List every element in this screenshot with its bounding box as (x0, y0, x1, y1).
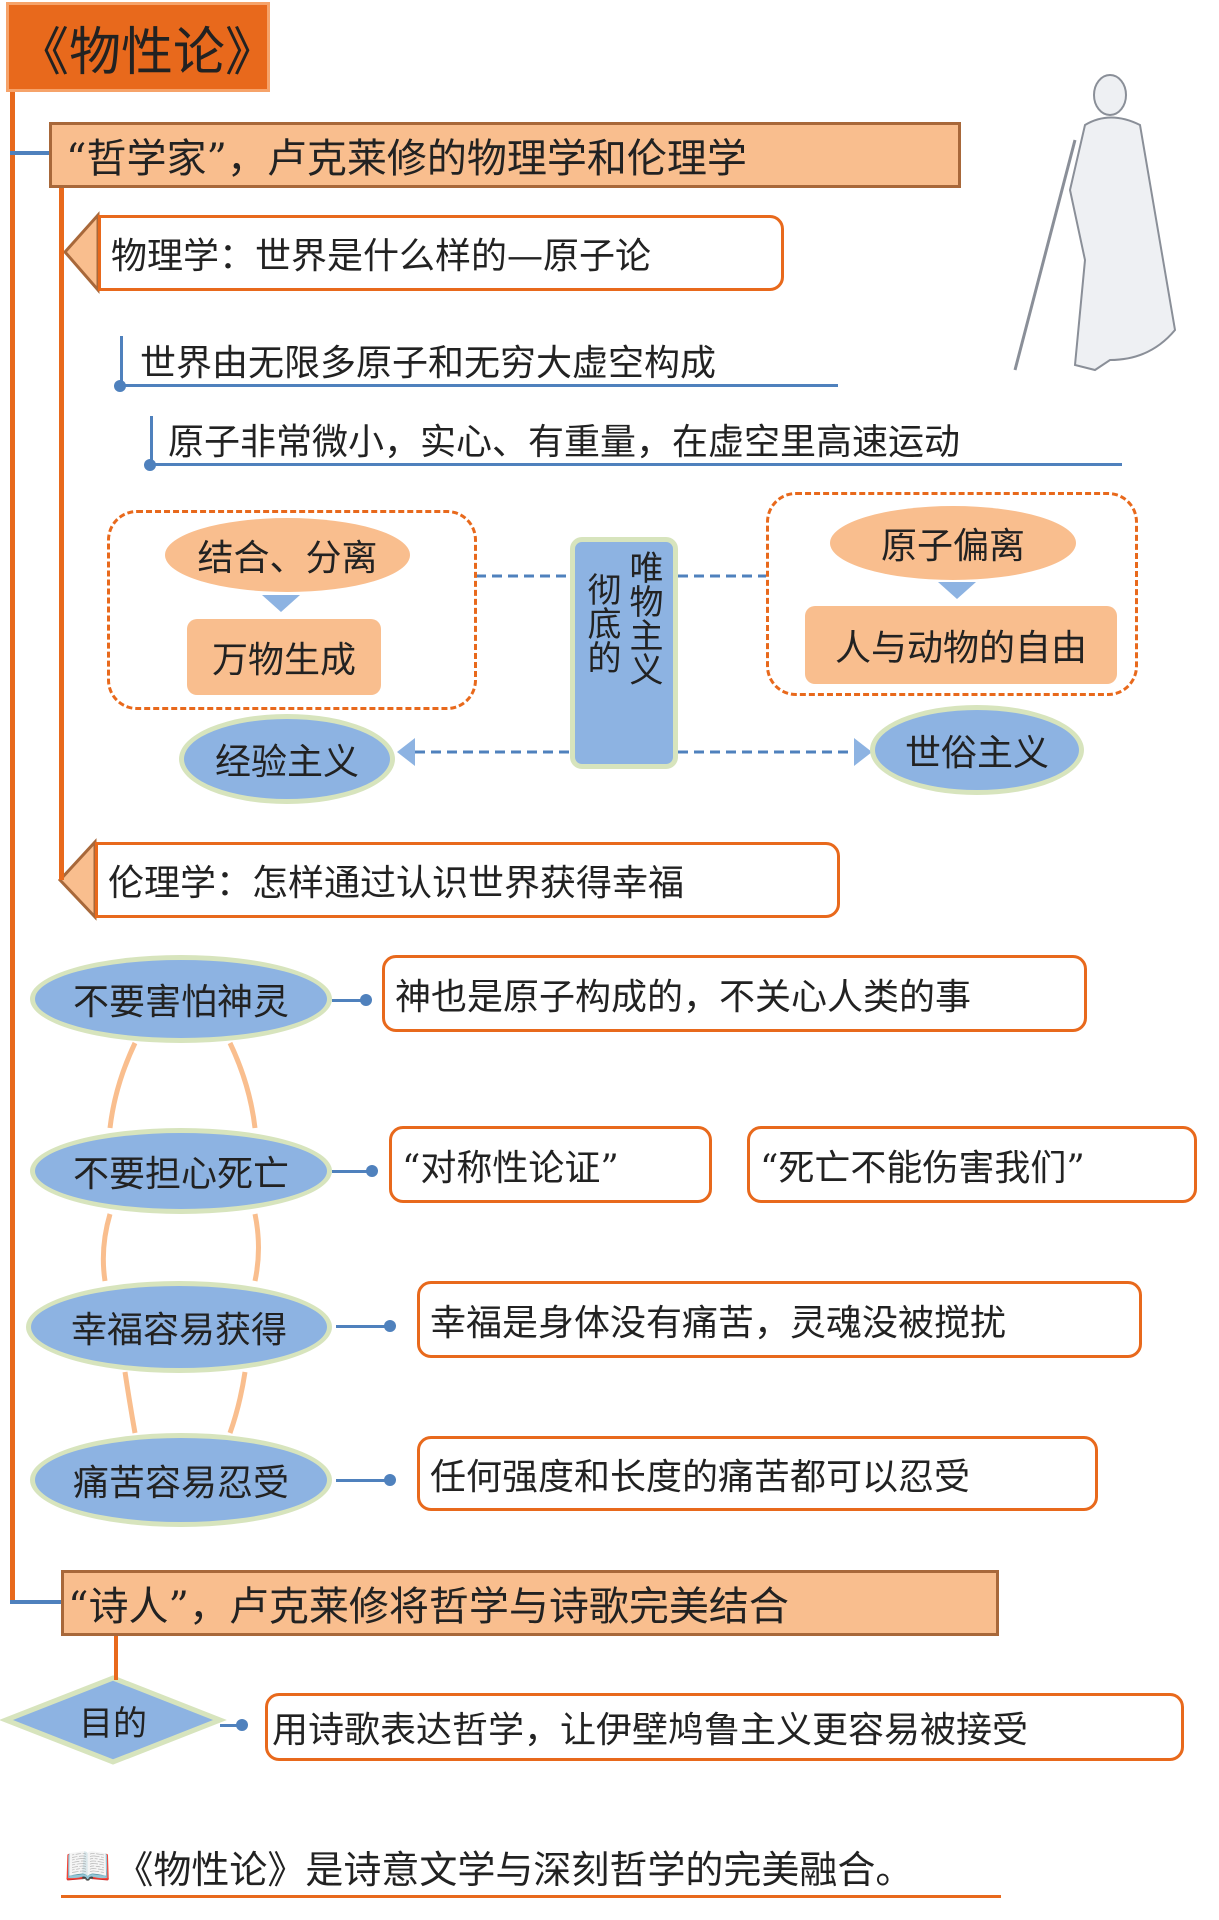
purpose-box: 用诗歌表达哲学，让伊壁鸠鲁主义更容易被接受 (265, 1693, 1184, 1761)
arc-connector (100, 1213, 261, 1282)
poet-heading: “诗人”，卢克莱修将哲学与诗歌完美结合 (61, 1570, 999, 1636)
ethics-label: 伦理学：怎样通过认识世界获得幸福 (95, 842, 840, 918)
connector (336, 1479, 386, 1482)
bullet-dot (236, 1719, 248, 1731)
secularism-ellipse: 世俗主义 (870, 705, 1084, 795)
philosopher-heading: “哲学家”，卢克莱修的物理学和伦理学 (49, 122, 961, 188)
purpose-label: 目的 (79, 1703, 147, 1744)
statue-illustration (1013, 74, 1177, 372)
physics-point-2: 原子非常微小，实心、有重量，在虚空里高速运动 (168, 422, 961, 463)
freedom-box: 人与动物的自由 (805, 606, 1117, 684)
bullet-dot (360, 994, 372, 1006)
arc-connector (107, 1041, 258, 1129)
connector (332, 1170, 368, 1173)
connector (332, 999, 362, 1002)
tab-arrow-icon (57, 838, 97, 921)
ethics-detail-1b: “死亡不能伤害我们” (747, 1126, 1197, 1203)
empiricism-ellipse: 经验主义 (179, 714, 395, 804)
materialism-col1: 彻底的 (581, 572, 621, 674)
footer: 📖 《物性论》是诗意文学与深刻哲学的完美融合。 (64, 1840, 913, 1892)
underline-bar (120, 336, 123, 386)
down-triangle-icon (262, 595, 300, 612)
ethics-key-0: 不要害怕神灵 (30, 955, 332, 1043)
bullet-dot (114, 380, 126, 392)
underline (150, 463, 1122, 466)
atom-swerve-ellipse: 原子偏离 (830, 506, 1076, 580)
bullet-dot (144, 459, 156, 471)
branch-line (10, 151, 50, 155)
footer-underline (61, 1895, 1001, 1898)
book-icon: 📖 (64, 1843, 112, 1888)
connector (114, 1636, 118, 1680)
physics-label: 物理学：世界是什么样的—原子论 (98, 215, 784, 291)
right-group (766, 492, 1138, 696)
underline-bar (150, 416, 153, 466)
ethics-key-2: 幸福容易获得 (26, 1281, 332, 1373)
title-box: 《物性论》 (6, 2, 277, 92)
tab-arrow-icon (63, 211, 100, 295)
materialism-col2: 唯物主义 (623, 550, 663, 686)
materialism-box: 彻底的 唯物主义 (570, 537, 678, 769)
footer-text: 《物性论》是诗意文学与深刻哲学的完美融合。 (115, 1847, 914, 1892)
all-things-box: 万物生成 (187, 619, 381, 695)
bullet-dot (384, 1320, 396, 1332)
connector (220, 1724, 240, 1727)
left-group (107, 510, 477, 710)
branch-line (10, 1600, 62, 1604)
ethics-key-1: 不要担心死亡 (30, 1128, 332, 1214)
arrow-left-icon (397, 738, 415, 766)
arrow-right-icon (854, 738, 872, 766)
arc-connector (122, 1371, 248, 1434)
underline (120, 384, 838, 387)
bullet-dot (366, 1165, 378, 1177)
bullet-dot (384, 1474, 396, 1486)
ethics-detail-0: 神也是原子构成的，不关心人类的事 (382, 955, 1087, 1032)
physics-point-1: 世界由无限多原子和无穷大虚空构成 (140, 343, 717, 384)
sub-trunk-line (59, 188, 64, 880)
purpose-diamond (0, 1675, 227, 1765)
ethics-detail-1a: “对称性论证” (389, 1126, 712, 1203)
ethics-detail-2: 幸福是身体没有痛苦，灵魂没被搅扰 (417, 1281, 1142, 1358)
down-triangle-icon (938, 582, 976, 599)
main-trunk-line (10, 92, 15, 1602)
connector (336, 1325, 386, 1328)
ethics-key-3: 痛苦容易忍受 (30, 1433, 332, 1527)
combine-separate-ellipse: 结合、分离 (165, 518, 410, 592)
ethics-detail-3: 任何强度和长度的痛苦都可以忍受 (417, 1436, 1098, 1511)
